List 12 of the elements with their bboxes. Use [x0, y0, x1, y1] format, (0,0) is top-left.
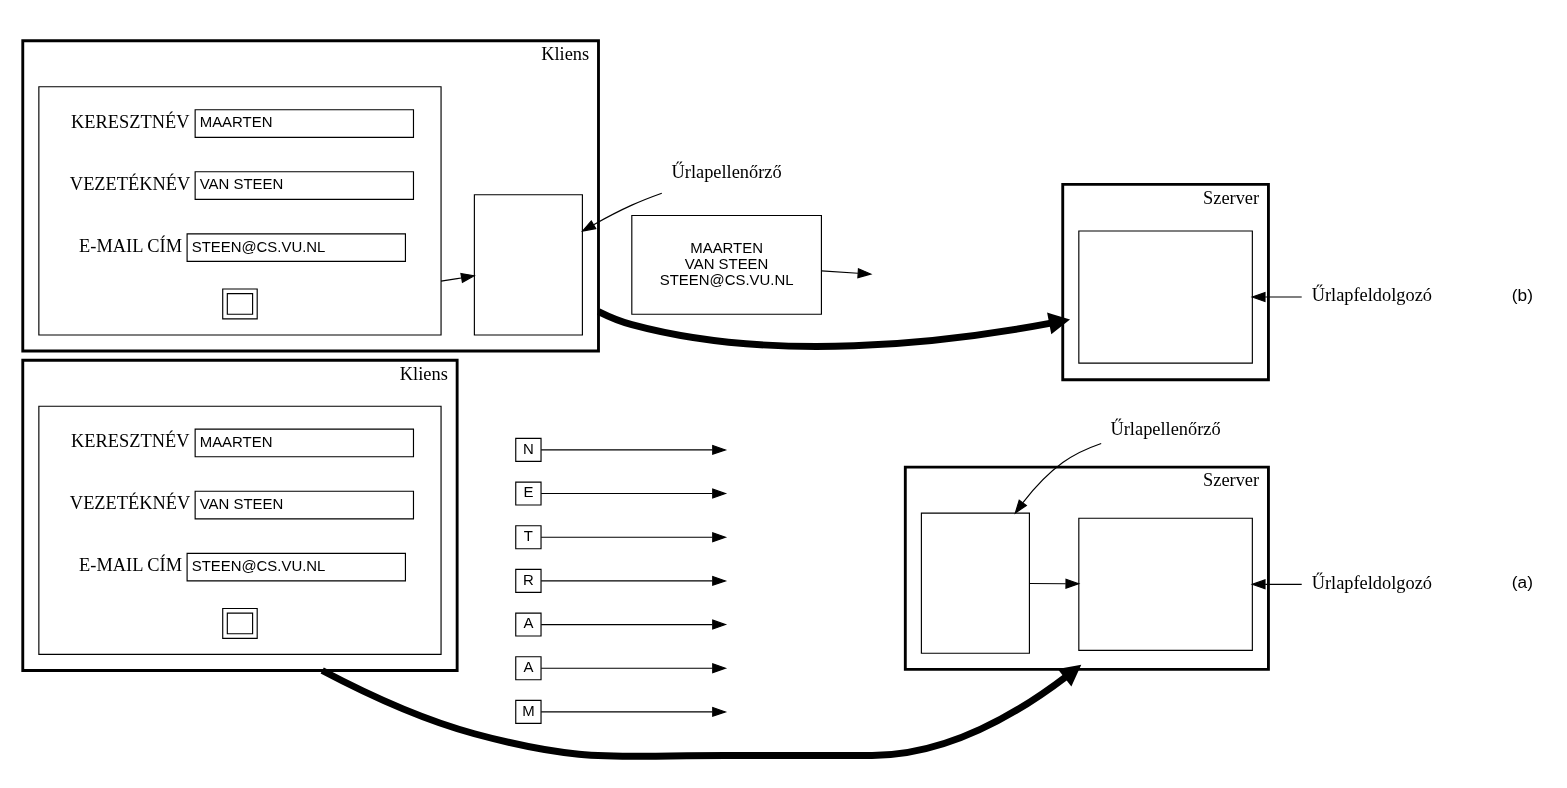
node-label: KERESZTNÉV [71, 111, 190, 132]
node-text: Űrlapellenőrző [1110, 418, 1221, 439]
node-text: Űrlapellenőrző [671, 161, 782, 182]
node-label: KERESZTNÉV [71, 430, 190, 451]
node-text: Űrlapfeldolgozó [1311, 284, 1433, 305]
label: (a) [1511, 571, 1533, 592]
label: (b) [1511, 284, 1533, 305]
node-label: VEZETÉKNÉV [69, 173, 191, 194]
node-text: Űrlapfeldolgozó [1311, 572, 1433, 593]
node-label: E-MAIL CÍM [79, 235, 182, 256]
node-label: VEZETÉKNÉV [69, 492, 191, 513]
node-label: E-MAIL CÍM [79, 554, 182, 575]
